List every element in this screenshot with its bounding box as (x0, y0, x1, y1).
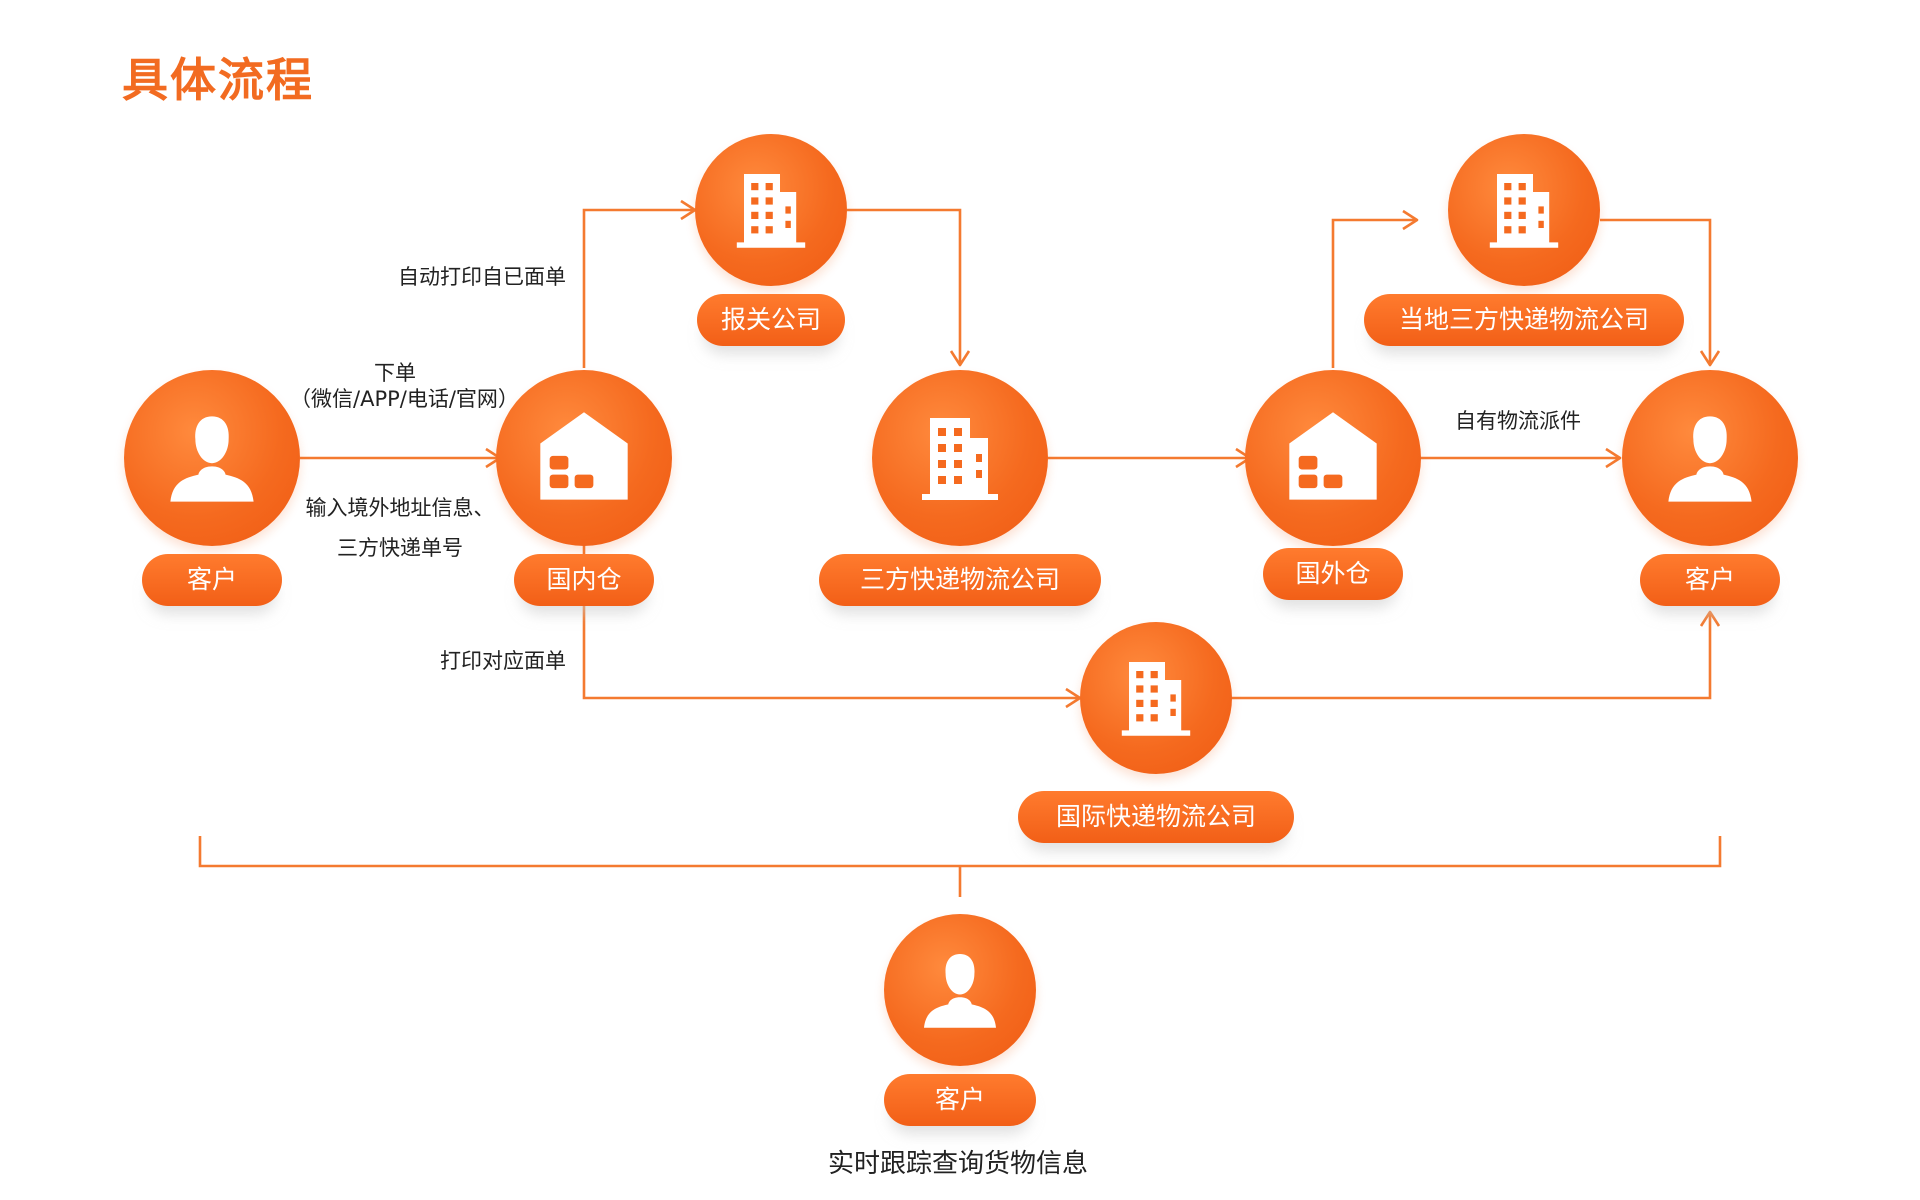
node-label: 客户 (884, 1074, 1036, 1126)
page-title: 具体流程 (122, 53, 314, 107)
node-label: 三方快递物流公司 (819, 554, 1101, 606)
edge-customs-to-thirdparty (847, 208, 971, 367)
edge-label-print-matching: 打印对应面单 (440, 649, 566, 673)
warehouse-icon (1289, 412, 1377, 500)
person-icon-circle (884, 914, 1036, 1066)
node-label: 客户 (142, 554, 282, 606)
person-icon (170, 416, 254, 502)
node-label: 国外仓 (1263, 548, 1403, 600)
node-label: 国际快递物流公司 (1018, 791, 1294, 843)
building-icon-circle (695, 134, 847, 286)
tracking-bracket (198, 836, 1722, 868)
building-icon-circle (872, 370, 1048, 546)
person-icon (1668, 416, 1752, 502)
edge-intl-to-customer (1230, 610, 1721, 700)
node-label: 客户 (1640, 554, 1780, 606)
building-icon (922, 418, 998, 500)
node-label: 当地三方快递物流公司 (1364, 294, 1684, 346)
edge-domestic-to-customs (582, 199, 697, 368)
building-icon (1489, 174, 1559, 248)
edge-label-address: 输入境外地址信息、 三方快递单号 (300, 488, 500, 568)
edge-label-order: 下单 （微信/APP/电话/官网） (290, 360, 519, 413)
building-icon-circle (1448, 134, 1600, 286)
edge-label-auto-print: 自动打印自已面单 (398, 265, 566, 289)
building-icon-circle (1080, 622, 1232, 774)
edge-overseas-to-local (1331, 209, 1419, 368)
warehouse-icon-circle (1245, 370, 1421, 546)
building-icon (736, 174, 806, 248)
edge-label-address-line1: 输入境外地址信息、 (305, 496, 495, 520)
tracking-caption: 实时跟踪查询货物信息 (828, 1149, 1089, 1179)
edge-label-own-delivery: 自有物流派件 (1455, 409, 1581, 433)
edge-label-order-line1: 下单 (374, 361, 416, 385)
building-icon (1121, 662, 1191, 736)
node-label: 报关公司 (697, 294, 845, 346)
edge-label-address-line2: 三方快递单号 (337, 536, 463, 560)
person-icon-circle (124, 370, 300, 546)
edge-label-order-line2: （微信/APP/电话/官网） (290, 387, 519, 412)
node-label: 国内仓 (514, 554, 654, 606)
edge-local-to-customer (1600, 218, 1721, 367)
warehouse-icon-circle (496, 370, 672, 546)
person-icon-circle (1622, 370, 1798, 546)
person-icon (924, 954, 996, 1028)
warehouse-icon (540, 412, 628, 500)
